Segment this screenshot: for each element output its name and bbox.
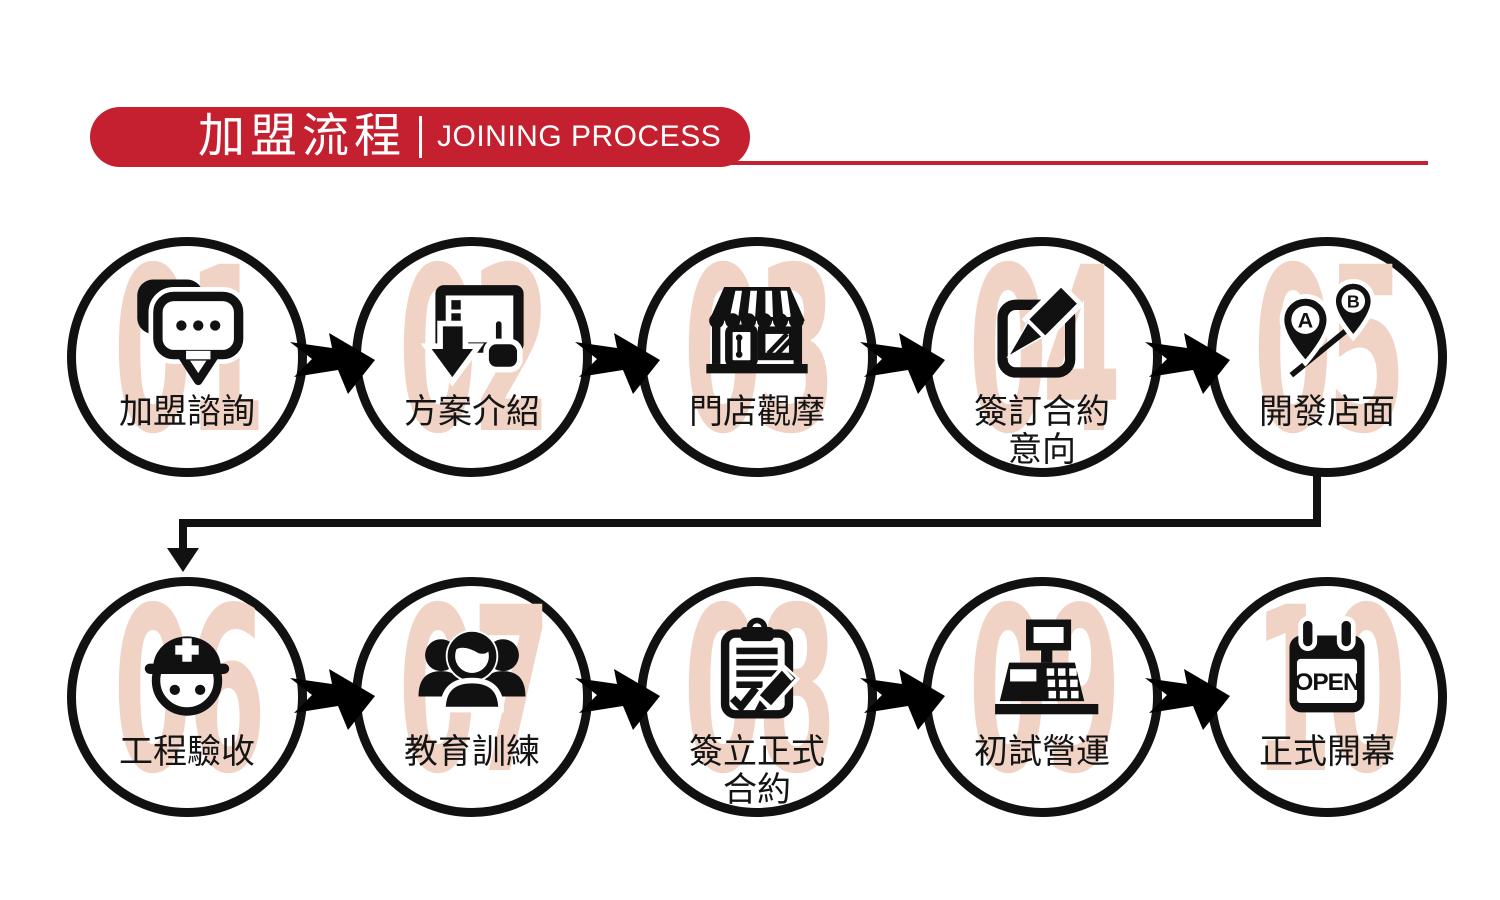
- training-people-icon: [411, 612, 533, 734]
- step-label: 簽訂合約 意向: [974, 393, 1110, 469]
- flow-arrow-icon: [567, 322, 663, 398]
- step-06: 06 工程驗收: [67, 558, 307, 824]
- pin-b-label: B: [1347, 292, 1360, 312]
- header-underline: [420, 161, 1428, 165]
- step-label: 教育訓練: [404, 733, 540, 771]
- step-label: 工程驗收: [119, 733, 255, 771]
- page-title: 加盟流程: [198, 110, 406, 163]
- step-label: 方案介紹: [404, 393, 540, 431]
- flow-arrow-icon: [852, 658, 948, 734]
- flow-arrow-icon: [567, 658, 663, 734]
- page-subtitle: JOINING PROCESS: [437, 120, 722, 153]
- calendar-open-label: OPEN: [1294, 669, 1359, 696]
- step-label: 初試營運: [974, 733, 1110, 771]
- step-label: 簽立正式 合約: [689, 733, 825, 809]
- connector-line-horizontal: [179, 519, 1321, 527]
- construction-worker-icon: [126, 612, 248, 734]
- flow-arrow-icon: [1137, 658, 1233, 734]
- map-pins-icon: A B: [1266, 272, 1388, 394]
- step-label: 正式開幕: [1259, 733, 1395, 771]
- open-calendar-icon: OPEN: [1266, 612, 1388, 734]
- tablet-plan-icon: [411, 272, 533, 394]
- storefront-icon: [696, 272, 818, 394]
- step-01: 01 加盟諮詢: [67, 218, 307, 484]
- connector-arrowhead-icon: [167, 548, 199, 572]
- header-banner: 加盟流程 JOINING PROCESS: [90, 107, 750, 167]
- flow-arrow-icon: [282, 658, 378, 734]
- step-10: 10 OPEN 正式開幕: [1207, 558, 1447, 824]
- step-04: 04 簽訂合約 意向: [922, 218, 1162, 484]
- step-02: 02 方案介紹: [352, 218, 592, 484]
- step-number: 05: [1253, 218, 1406, 484]
- step-number: 04: [968, 218, 1121, 484]
- step-07: 07 教育訓練: [352, 558, 592, 824]
- step-05: 05 A B 開發店面: [1207, 218, 1447, 484]
- step-09: 09 初試營運: [922, 558, 1162, 824]
- chat-bubbles-icon: [126, 272, 248, 394]
- step-08: 08 簽立正式 合約: [637, 558, 877, 824]
- formal-contract-icon: [696, 612, 818, 734]
- step-label: 加盟諮詢: [119, 393, 255, 431]
- connector-line-stub: [179, 527, 187, 549]
- sign-contract-icon: [981, 272, 1103, 394]
- step-label: 開發店面: [1259, 393, 1395, 431]
- flow-arrow-icon: [852, 322, 948, 398]
- flow-arrow-icon: [1137, 322, 1233, 398]
- flow-arrow-icon: [282, 322, 378, 398]
- title-divider: [419, 116, 422, 158]
- connector-line-vertical: [1313, 473, 1321, 527]
- pin-a-label: A: [1298, 307, 1314, 332]
- cash-register-icon: [981, 612, 1103, 734]
- step-03: 03 門店觀摩: [637, 218, 877, 484]
- step-label: 門店觀摩: [689, 393, 825, 431]
